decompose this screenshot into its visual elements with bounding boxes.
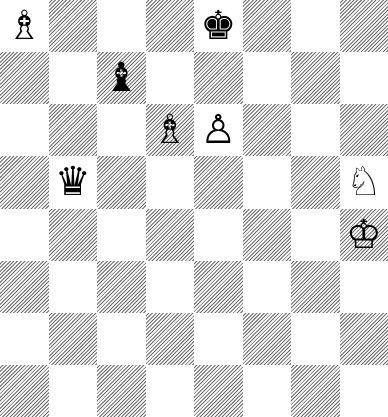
square-b5[interactable]: ♛ [49, 156, 98, 208]
square-c6[interactable] [97, 104, 146, 156]
square-c8[interactable] [97, 0, 146, 52]
square-c5[interactable] [97, 156, 146, 208]
square-b6[interactable] [49, 104, 98, 156]
square-e5[interactable] [194, 156, 243, 208]
square-g3[interactable] [291, 261, 340, 313]
square-h6[interactable] [340, 104, 388, 156]
square-h4[interactable]: ♔ [340, 209, 388, 261]
square-e2[interactable] [194, 313, 243, 365]
square-b8[interactable] [49, 0, 98, 52]
square-a8[interactable]: ♗ [0, 0, 49, 52]
square-e1[interactable] [194, 365, 243, 417]
square-f5[interactable] [243, 156, 292, 208]
square-h1[interactable] [340, 365, 388, 417]
square-b4[interactable] [49, 209, 98, 261]
black-bishop-icon[interactable]: ♝ [103, 58, 139, 98]
square-g8[interactable] [291, 0, 340, 52]
square-h2[interactable] [340, 313, 388, 365]
white-bishop-icon[interactable]: ♗ [152, 110, 188, 150]
square-d5[interactable] [146, 156, 195, 208]
square-g5[interactable] [291, 156, 340, 208]
square-a5[interactable] [0, 156, 49, 208]
square-c7[interactable]: ♝ [97, 52, 146, 104]
square-c3[interactable] [97, 261, 146, 313]
square-f2[interactable] [243, 313, 292, 365]
square-g4[interactable] [291, 209, 340, 261]
square-d1[interactable] [146, 365, 195, 417]
square-e4[interactable] [194, 209, 243, 261]
black-queen-icon[interactable]: ♛ [55, 162, 91, 202]
square-d4[interactable] [146, 209, 195, 261]
square-a4[interactable] [0, 209, 49, 261]
square-b1[interactable] [49, 365, 98, 417]
square-a1[interactable] [0, 365, 49, 417]
white-bishop-icon[interactable]: ♗ [6, 6, 42, 46]
square-c2[interactable] [97, 313, 146, 365]
square-f4[interactable] [243, 209, 292, 261]
white-pawn-icon[interactable]: ♙ [200, 110, 236, 150]
square-d3[interactable] [146, 261, 195, 313]
square-g6[interactable] [291, 104, 340, 156]
square-f8[interactable] [243, 0, 292, 52]
white-king-icon[interactable]: ♔ [346, 215, 382, 255]
square-g7[interactable] [291, 52, 340, 104]
square-h8[interactable] [340, 0, 388, 52]
square-h5[interactable]: ♘ [340, 156, 388, 208]
square-g2[interactable] [291, 313, 340, 365]
square-a7[interactable] [0, 52, 49, 104]
square-f6[interactable] [243, 104, 292, 156]
square-c4[interactable] [97, 209, 146, 261]
square-f1[interactable] [243, 365, 292, 417]
square-c1[interactable] [97, 365, 146, 417]
square-g1[interactable] [291, 365, 340, 417]
square-d7[interactable] [146, 52, 195, 104]
square-a6[interactable] [0, 104, 49, 156]
square-e6[interactable]: ♙ [194, 104, 243, 156]
square-d8[interactable] [146, 0, 195, 52]
square-d2[interactable] [146, 313, 195, 365]
square-h3[interactable] [340, 261, 388, 313]
square-e3[interactable] [194, 261, 243, 313]
square-a3[interactable] [0, 261, 49, 313]
square-e7[interactable] [194, 52, 243, 104]
square-e8[interactable]: ♚ [194, 0, 243, 52]
square-h7[interactable] [340, 52, 388, 104]
square-b7[interactable] [49, 52, 98, 104]
square-d6[interactable]: ♗ [146, 104, 195, 156]
square-a2[interactable] [0, 313, 49, 365]
square-b3[interactable] [49, 261, 98, 313]
square-b2[interactable] [49, 313, 98, 365]
white-knight-icon[interactable]: ♘ [346, 162, 382, 202]
square-f3[interactable] [243, 261, 292, 313]
square-f7[interactable] [243, 52, 292, 104]
black-king-icon[interactable]: ♚ [200, 6, 236, 46]
